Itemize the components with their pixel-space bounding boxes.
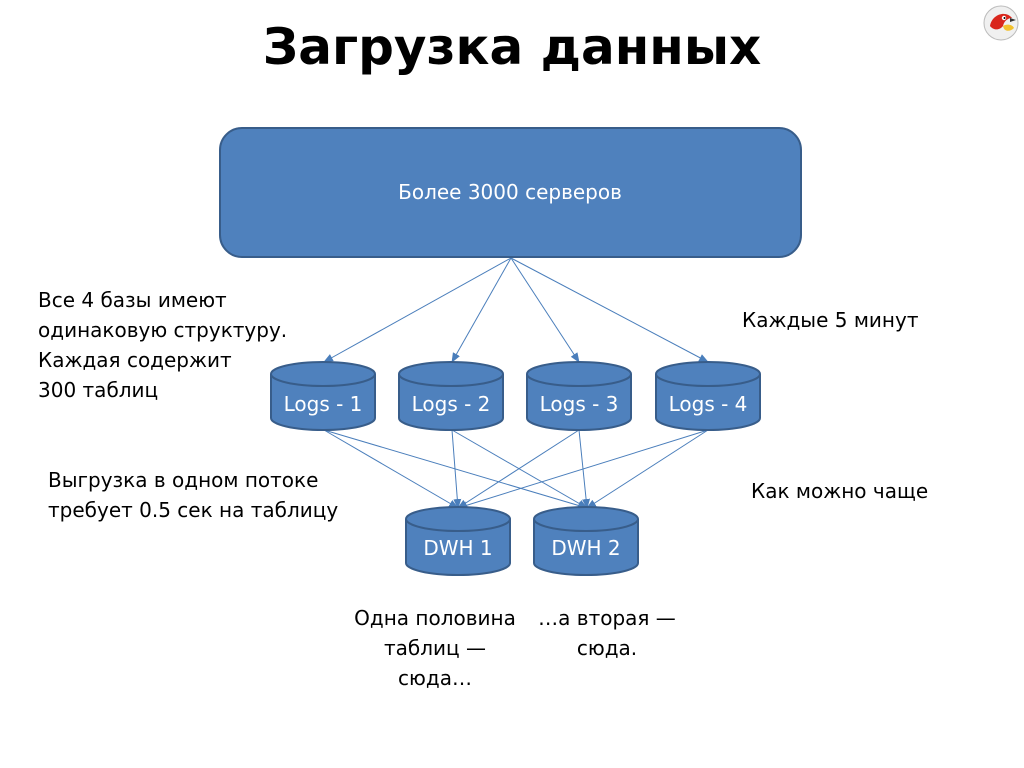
logs-db-4: Logs - 4 — [655, 361, 761, 431]
structure-note-line: одинаковую структуру. — [38, 318, 288, 342]
dwh1-half-note-line: таблиц — — [384, 636, 486, 660]
servers-label: Более 3000 серверов — [398, 180, 622, 204]
logs-db-1-label: Logs - 1 — [284, 392, 363, 416]
structure-note-line: Каждая содержит — [38, 348, 232, 372]
logs-db-4-label: Logs - 4 — [669, 392, 748, 416]
arrow-servers-logs-4 — [510, 257, 709, 363]
slide-title: Загрузка данных — [262, 18, 762, 76]
structure-note: Все 4 базы имеют одинаковую структуру. К… — [38, 285, 338, 405]
servers-to-logs-arrows — [323, 257, 709, 363]
arrow-servers-logs-2 — [451, 257, 512, 363]
structure-note-line: Все 4 базы имеют — [38, 288, 227, 312]
logs-db-2-label: Logs - 2 — [412, 392, 491, 416]
dwh1-half-note: Одна половина таблиц — сюда… — [340, 603, 530, 693]
arrow-logs4-dwh2 — [586, 429, 709, 509]
arrow-logs1-dwh1 — [323, 429, 459, 509]
arrow-servers-logs-1 — [323, 257, 512, 363]
servers-box — [219, 127, 802, 258]
dwh-db-2: DWH 2 — [533, 506, 639, 576]
arrow-logs2-dwh1 — [451, 429, 462, 509]
export-time-note-line: требует 0.5 сек на таблицу — [48, 498, 339, 522]
dwh1-half-note-line: сюда… — [398, 666, 472, 690]
arrow-servers-logs-3 — [510, 257, 580, 363]
arrow-logs3-dwh1 — [457, 429, 580, 509]
logs-db-3-label: Logs - 3 — [540, 392, 619, 416]
dwh2-half-note-line: …а вторая — — [538, 606, 676, 630]
dwh-db-2-label: DWH 2 — [551, 536, 620, 560]
dwh2-half-note: …а вторая — сюда. — [520, 603, 694, 663]
dwh2-half-note-line: сюда. — [576, 636, 638, 660]
dwh-db-1-label: DWH 1 — [423, 536, 492, 560]
logs-db-2: Logs - 2 — [398, 361, 504, 431]
structure-note-line: 300 таблиц — [38, 378, 159, 402]
export-time-note-line: Выгрузка в одном потоке — [48, 468, 319, 492]
dwh-db-1: DWH 1 — [405, 506, 511, 576]
logs-db-3: Logs - 3 — [526, 361, 632, 431]
logs-db-1: Logs - 1 — [270, 361, 376, 431]
logs-to-dwh-arrows — [323, 429, 709, 510]
export-time-note: Выгрузка в одном потоке требует 0.5 сек … — [48, 465, 368, 525]
parrot-mascot-icon — [983, 5, 1019, 41]
arrow-logs4-dwh1 — [457, 429, 709, 510]
every-5-minutes-note: Каждые 5 минут — [742, 308, 919, 332]
as-often-as-possible-note: Как можно чаще — [751, 479, 929, 503]
dwh1-half-note-line: Одна половина — [354, 606, 516, 630]
arrow-logs2-dwh2 — [451, 429, 588, 509]
